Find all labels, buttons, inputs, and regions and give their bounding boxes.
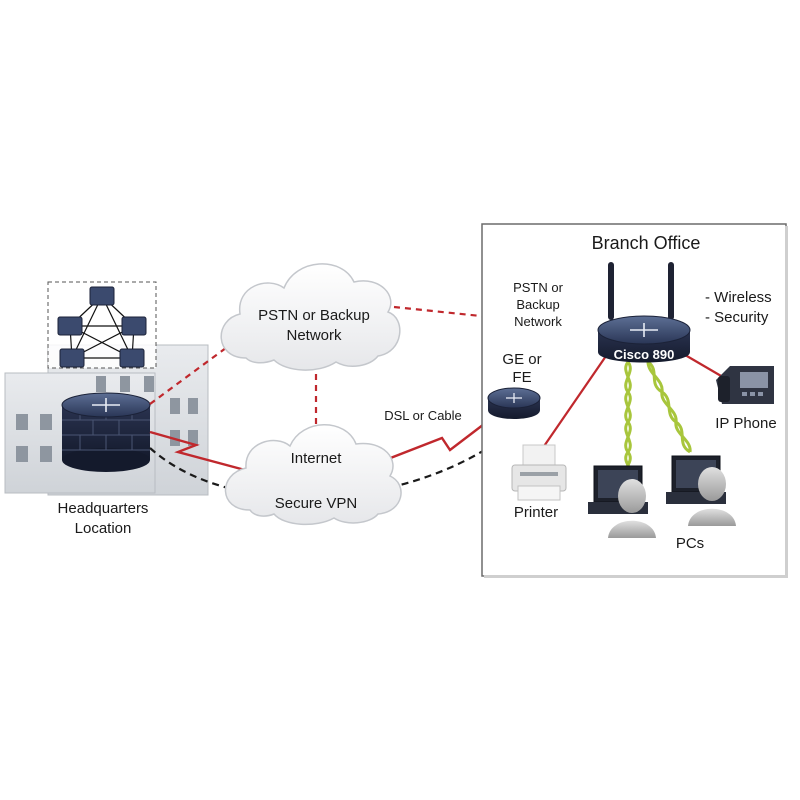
hq-label-line1: Headquarters — [58, 500, 149, 517]
hq-label-line2: Location — [75, 520, 132, 537]
hq-firewall-router-icon — [61, 392, 151, 472]
pstn-backup-cloud: PSTN or Backup Network — [220, 263, 401, 371]
ge-fe-label-line2: FE — [512, 369, 531, 386]
user-icon — [688, 467, 736, 526]
internet-label: Internet — [291, 450, 343, 467]
pcs-label: PCs — [676, 535, 704, 552]
internet-cloud: Internet Secure VPN — [224, 424, 402, 526]
ge-fe-label-line1: GE or — [502, 351, 541, 368]
feature-security: - Security — [705, 309, 769, 326]
pstn-branch-label-line3: Network — [514, 314, 562, 329]
pstn-branch-label-line1: PSTN or — [513, 280, 564, 295]
dsl-modem-router-icon — [487, 387, 541, 419]
cisco-890-router-icon: Cisco 890 — [597, 315, 691, 363]
cisco-890-label: Cisco 890 — [614, 347, 675, 362]
ip-phone-label: IP Phone — [715, 415, 776, 432]
antenna-icon — [608, 262, 674, 320]
pstn-branch-label-line2: Backup — [516, 297, 559, 312]
hq-switch-mesh — [47, 281, 157, 369]
branch-office-title: Branch Office — [592, 233, 701, 253]
wireless-links — [623, 360, 692, 479]
printer-icon — [511, 444, 567, 501]
ip-phone-icon — [716, 366, 774, 404]
branch-lan-links — [539, 351, 729, 453]
headquarters-building — [4, 344, 209, 496]
secure-vpn-label: Secure VPN — [275, 495, 358, 512]
switch-icon — [57, 286, 147, 368]
user-icon — [608, 479, 656, 538]
pstn-cloud-label-line1: PSTN or Backup — [258, 307, 370, 324]
feature-wireless: - Wireless — [705, 289, 772, 306]
dsl-cable-label: DSL or Cable — [384, 408, 462, 423]
printer-label: Printer — [514, 504, 558, 521]
pstn-cloud-label-line2: Network — [286, 327, 342, 344]
